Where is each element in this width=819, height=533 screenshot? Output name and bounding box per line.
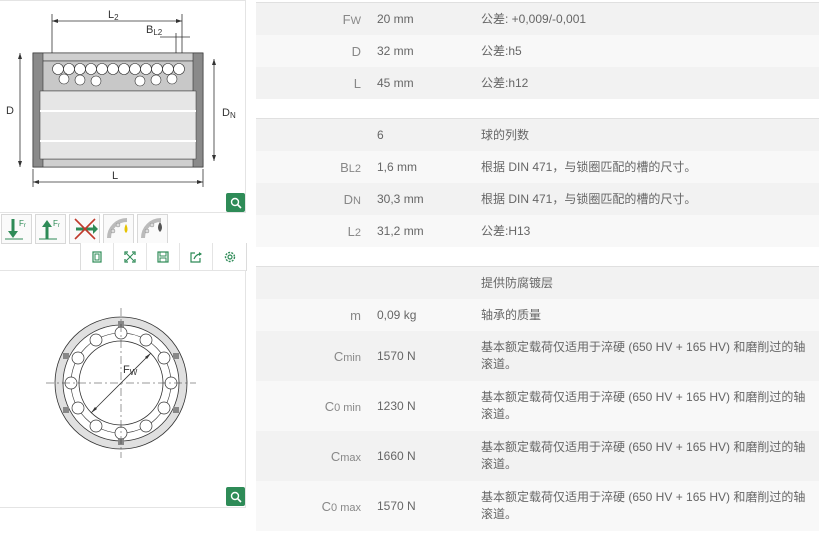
- load-icons-row: Fr Fr: [0, 214, 168, 244]
- row-description: 基本额定载荷仅适用于淬硬 (650 HV + 165 HV) 和磨削过的轴滚道。: [481, 390, 806, 421]
- row-value: 20 mm: [377, 12, 414, 26]
- row-value: 1,6 mm: [377, 160, 418, 174]
- zoom-bottom-drawing-button[interactable]: [226, 487, 245, 506]
- table-row: DN 30,3 mm 根据 DIN 471，与锁圈匹配的槽的尺寸。: [256, 183, 819, 215]
- table-row: 提供防腐镀层: [256, 267, 819, 299]
- row-description: 公差: +0,009/-0,001: [481, 11, 587, 26]
- row-description: 提供防腐镀层: [481, 275, 554, 290]
- row-symbol: C0 min: [324, 398, 361, 414]
- magnifier-icon: [230, 491, 242, 503]
- row-description: 轴承的质量: [481, 307, 542, 322]
- row-value: 1570 N: [377, 349, 416, 363]
- grease-lubrication-icon[interactable]: [103, 214, 134, 244]
- row-symbol: Cmin: [333, 348, 361, 364]
- oil-lubrication-icon[interactable]: [137, 214, 168, 244]
- 3d-view-button[interactable]: [81, 243, 114, 270]
- row-value: 1660 N: [377, 449, 416, 463]
- row-description: 公差:h5: [481, 43, 522, 58]
- row-symbol: BL2: [340, 159, 361, 175]
- row-symbol: L: [353, 75, 361, 91]
- 3d-view-icon: [92, 250, 102, 263]
- row-description: 公差:h12: [481, 75, 529, 90]
- table-row: L2 31,2 mm 公差:H13: [256, 215, 819, 247]
- row-description: 根据 DIN 471，与锁圈匹配的槽的尺寸。: [481, 159, 697, 174]
- zoom-top-drawing-button[interactable]: [226, 193, 245, 212]
- table-row: D 32 mm 公差:h5: [256, 35, 819, 67]
- longitudinal-section-drawing: L2 BL2: [0, 0, 246, 213]
- table-row: 6 球的列数: [256, 119, 819, 151]
- table-row: Cmin 1570 N 基本额定载荷仅适用于淬硬 (650 HV + 165 H…: [256, 331, 819, 381]
- fullscreen-button[interactable]: [114, 243, 147, 270]
- table-row: C0 max 1570 N 基本额定载荷仅适用于淬硬 (650 HV + 165…: [256, 481, 819, 531]
- row-symbol: DN: [343, 191, 361, 207]
- table-row: FW 20 mm 公差: +0,009/-0,001: [256, 3, 819, 35]
- svg-text:D: D: [6, 105, 14, 117]
- svg-text:FW: FW: [123, 364, 138, 377]
- row-description: 基本额定载荷仅适用于淬硬 (650 HV + 165 HV) 和磨削过的轴滚道。: [481, 440, 806, 471]
- table-row: C0 min 1230 N 基本额定载荷仅适用于淬硬 (650 HV + 165…: [256, 381, 819, 431]
- table-row: m 0,09 kg 轴承的质量: [256, 299, 819, 331]
- svg-text:DN: DN: [222, 107, 236, 120]
- grooves-table: 6 球的列数 BL2 1,6 mm 根据 DIN 471，与锁圈匹配的槽的尺寸。…: [256, 118, 819, 247]
- row-value: 1570 N: [377, 499, 416, 513]
- share-button[interactable]: [180, 243, 213, 270]
- dimensions-table: FW 20 mm 公差: +0,009/-0,001 D 32 mm 公差:h5…: [256, 2, 819, 99]
- axial-load-crossed-icon[interactable]: [69, 214, 100, 244]
- cross-section-svg: FW: [46, 308, 196, 458]
- row-symbol: FW: [342, 11, 361, 27]
- settings-button[interactable]: [213, 243, 246, 270]
- row-symbol: C0 max: [321, 498, 361, 514]
- table-row: L 45 mm 公差:h12: [256, 67, 819, 99]
- load-ratings-table: 提供防腐镀层 m 0,09 kg 轴承的质量 Cmin 1570 N 基本额定载…: [256, 266, 819, 531]
- row-value: 31,2 mm: [377, 224, 424, 238]
- save-button[interactable]: [147, 243, 180, 270]
- settings-icon: [224, 251, 235, 262]
- left-panel: L2 BL2: [0, 0, 247, 533]
- table-row: BL2 1,6 mm 根据 DIN 471，与锁圈匹配的槽的尺寸。: [256, 151, 819, 183]
- row-value: 6: [377, 128, 384, 142]
- row-description: 基本额定载荷仅适用于淬硬 (650 HV + 165 HV) 和磨削过的轴滚道。: [481, 340, 806, 371]
- svg-text:BL2: BL2: [146, 24, 163, 37]
- svg-text:Fr: Fr: [53, 219, 60, 229]
- table-row: Cmax 1660 N 基本额定载荷仅适用于淬硬 (650 HV + 165 H…: [256, 431, 819, 481]
- save-icon: [157, 250, 169, 263]
- row-description: 根据 DIN 471，与锁圈匹配的槽的尺寸。: [481, 191, 697, 206]
- row-symbol: m: [350, 307, 361, 323]
- row-description: 基本额定载荷仅适用于淬硬 (650 HV + 165 HV) 和磨削过的轴滚道。: [481, 490, 806, 521]
- row-symbol: L2: [347, 223, 361, 239]
- magnifier-icon: [230, 197, 242, 209]
- row-value: 45 mm: [377, 76, 414, 90]
- cross-section-drawing: FW: [0, 270, 246, 508]
- row-value: 1230 N: [377, 399, 416, 413]
- row-symbol: Cmax: [330, 448, 361, 464]
- row-value: 0,09 kg: [377, 308, 417, 322]
- bearing-section-svg: L2 BL2: [6, 9, 236, 187]
- svg-text:L: L: [112, 170, 118, 182]
- radial-load-up-icon[interactable]: Fr: [35, 214, 66, 244]
- share-icon: [190, 251, 202, 263]
- row-symbol: D: [351, 43, 361, 59]
- row-description: 公差:H13: [481, 223, 531, 238]
- row-description: 球的列数: [481, 127, 530, 142]
- view-toolbar: [80, 243, 247, 271]
- fullscreen-icon: [124, 250, 136, 263]
- row-value: 32 mm: [377, 44, 414, 58]
- svg-text:L2: L2: [108, 9, 119, 22]
- radial-load-down-icon[interactable]: Fr: [1, 214, 32, 244]
- row-value: 30,3 mm: [377, 192, 424, 206]
- svg-text:Fr: Fr: [19, 219, 26, 229]
